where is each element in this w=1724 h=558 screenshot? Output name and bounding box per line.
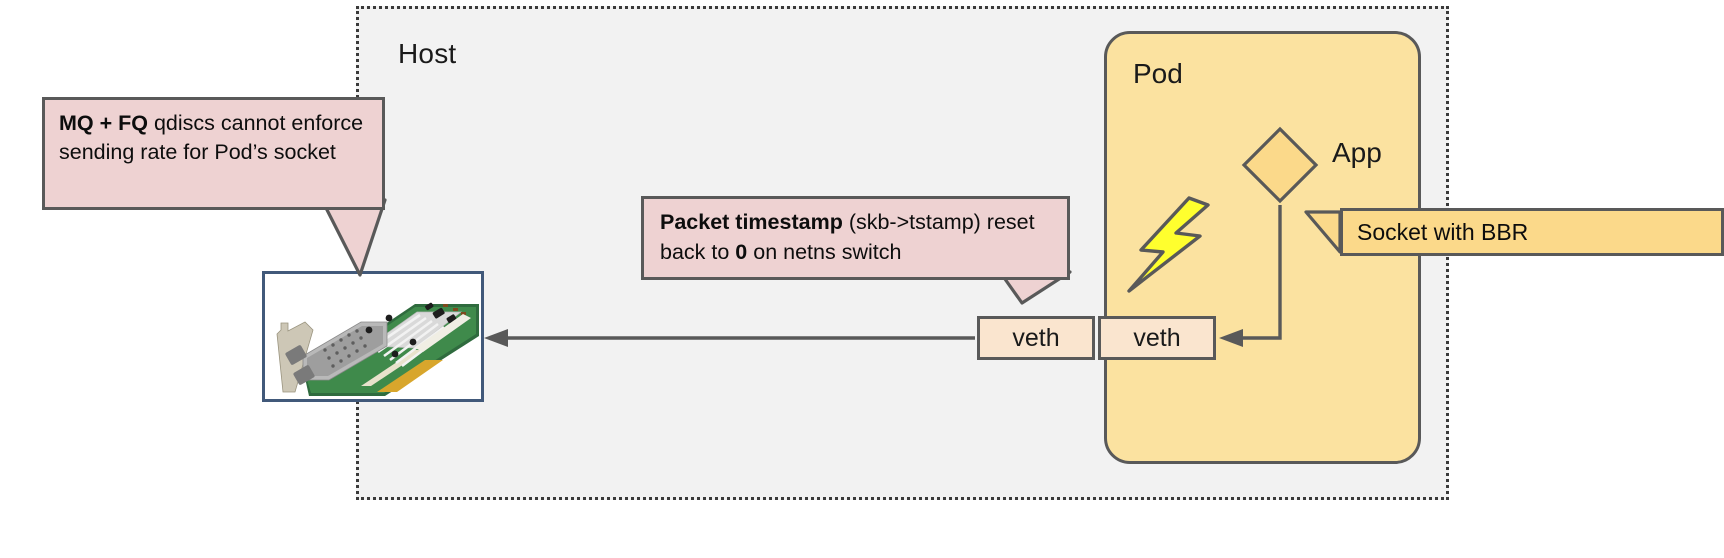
callout-qdisc: MQ + FQ qdiscs cannot enforce sending ra… — [42, 97, 385, 210]
callout-timestamp-bold: Packet timestamp — [660, 210, 843, 234]
host-label: Host — [398, 38, 457, 69]
callout-timestamp: Packet timestamp (skb->tstamp) reset bac… — [641, 196, 1070, 280]
callout-timestamp-mid: (skb->tstamp) reset back to — [660, 210, 1035, 264]
pod-label: Pod — [1133, 58, 1183, 89]
callout-timestamp-text: Packet timestamp (skb->tstamp) reset bac… — [660, 207, 1057, 267]
callout-timestamp-zero: 0 — [735, 240, 748, 264]
callout-socket: Socket with BBR — [1340, 208, 1724, 256]
app-label: App — [1332, 137, 1382, 168]
app-diamond-icon — [1240, 125, 1320, 205]
veth-host-side[interactable]: veth — [977, 316, 1095, 360]
callout-timestamp-tail-text: on netns switch — [747, 240, 902, 264]
callout-qdisc-bold: MQ + FQ — [59, 111, 148, 135]
veth-host-label: veth — [1012, 323, 1060, 352]
callout-qdisc-text: MQ + FQ qdiscs cannot enforce sending ra… — [59, 109, 372, 167]
network-interface-card-photo — [262, 271, 484, 402]
callout-qdisc-rest: qdiscs cannot enforce sending rate for P… — [59, 111, 364, 164]
veth-pod-label: veth — [1133, 323, 1181, 352]
veth-pod-side[interactable]: veth — [1098, 316, 1216, 360]
nic-image — [265, 274, 481, 399]
callout-socket-label: Socket with BBR — [1357, 218, 1529, 245]
